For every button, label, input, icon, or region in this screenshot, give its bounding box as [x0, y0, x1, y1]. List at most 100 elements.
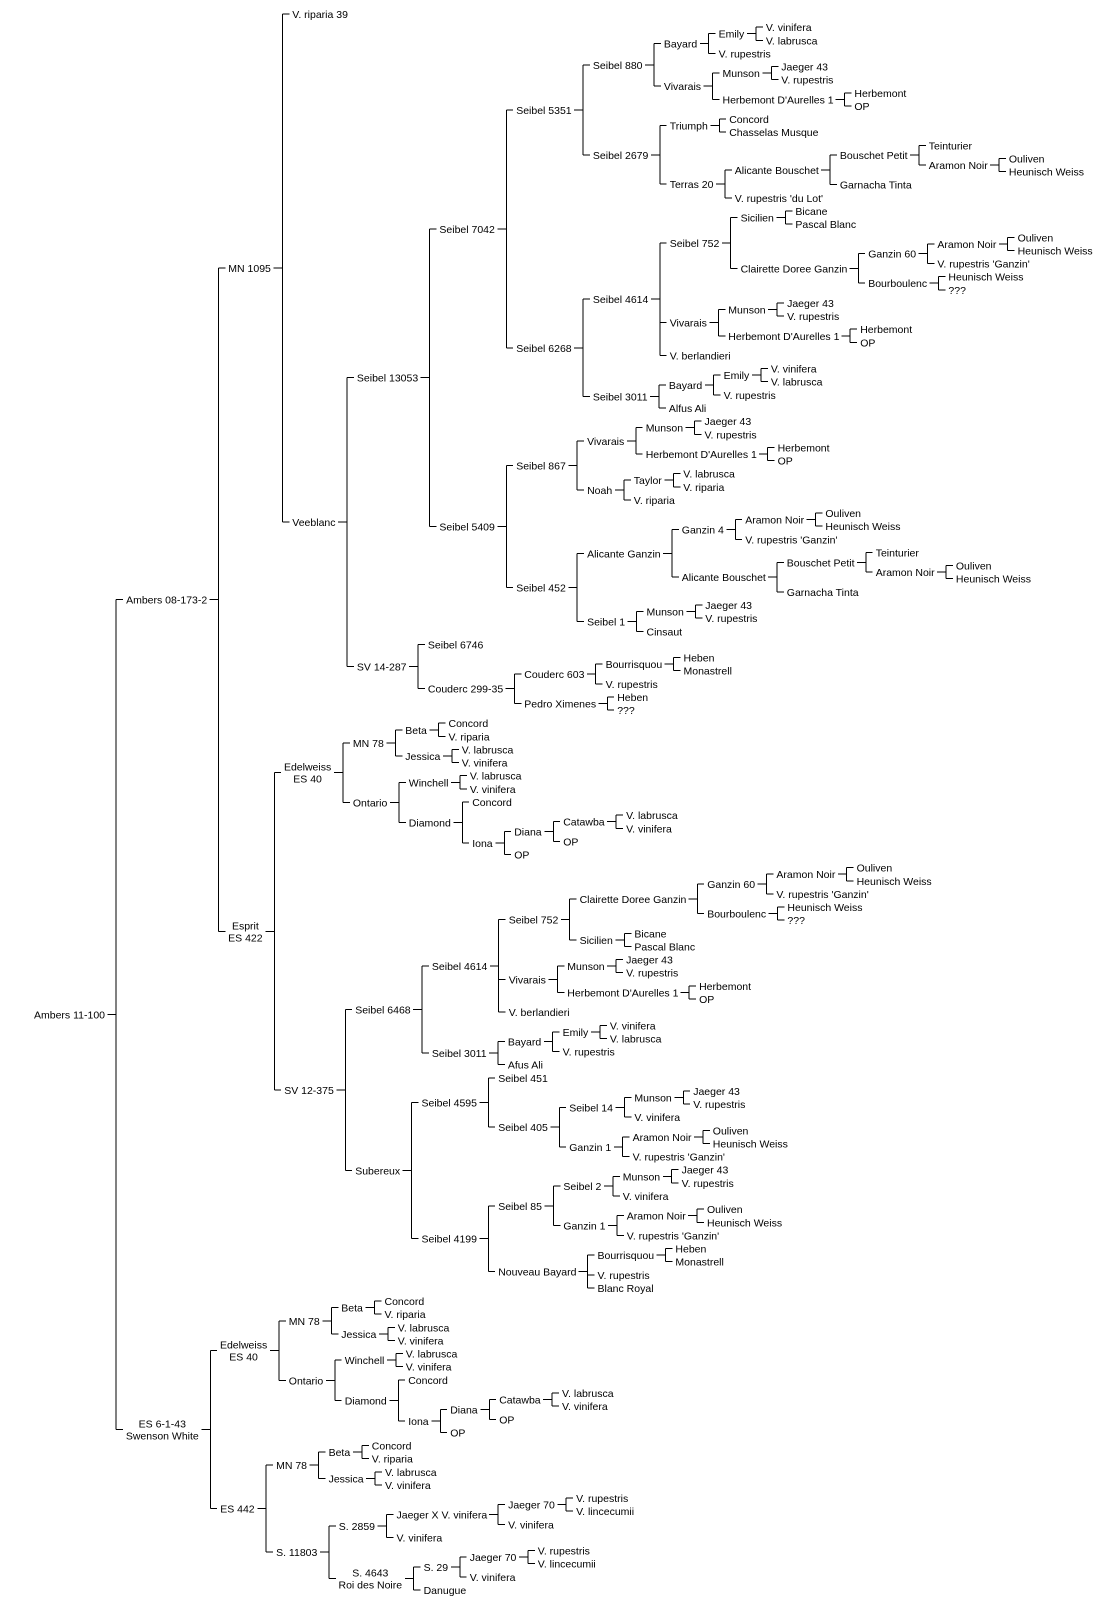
node-ouliven: Ouliven	[1009, 154, 1045, 166]
node-op: OP	[860, 337, 875, 349]
node-munson: Munson	[723, 68, 761, 80]
node-seibel-867: Seibel 867	[516, 461, 566, 473]
node-vivarais: Vivarais	[664, 81, 701, 93]
node-: ???	[787, 915, 805, 927]
node-beta: Beta	[405, 725, 427, 737]
node-sv-14-287: SV 14-287	[357, 662, 407, 674]
node-diamond: Diamond	[345, 1395, 387, 1407]
node-ouliven: Ouliven	[956, 561, 992, 573]
node-s-29: S. 29	[424, 1562, 449, 1574]
node-v-rupestris-ganzin: V. rupestris 'Ganzin'	[937, 259, 1029, 271]
node-heunisch-weiss: Heunisch Weiss	[956, 574, 1031, 586]
node-op: OP	[778, 456, 793, 468]
node-concord: Concord	[449, 718, 489, 730]
node-munson: Munson	[634, 1093, 672, 1105]
node-aramon-noir: Aramon Noir	[937, 239, 996, 251]
node-heunisch-weiss: Heunisch Weiss	[857, 876, 932, 888]
node-v-vinifera: V. vinifera	[397, 1533, 443, 1545]
node-bayard: Bayard	[508, 1037, 541, 1049]
node-munson: Munson	[646, 423, 684, 435]
node-mn-78: MN 78	[276, 1460, 307, 1472]
node-ganzin-4: Ganzin 4	[682, 525, 724, 537]
node-s-2859: S. 2859	[339, 1521, 375, 1533]
node-v-rupestris: V. rupestris	[626, 968, 678, 980]
node-op: OP	[699, 994, 714, 1006]
node-v-vinifera: V. vinifera	[623, 1191, 669, 1203]
node-op: OP	[854, 101, 869, 113]
node-jessica: Jessica	[329, 1473, 364, 1485]
node-seibel-3011: Seibel 3011	[432, 1048, 487, 1060]
node-bicane: Bicane	[795, 206, 827, 218]
node-jaeger-x-v-vinifera: Jaeger X V. vinifera	[397, 1510, 488, 1522]
node-ouliven: Ouliven	[857, 863, 893, 875]
node-aramon-noir: Aramon Noir	[745, 515, 804, 527]
node-v-rupestris: V. rupestris	[719, 48, 771, 60]
node-teinturier: Teinturier	[876, 548, 920, 560]
node-jessica: Jessica	[405, 751, 440, 763]
node-seibel-5351: Seibel 5351	[516, 105, 572, 117]
node-heben: Heben	[617, 692, 648, 704]
node-couderc-603: Couderc 603	[524, 669, 584, 681]
node-heunisch-weiss: Heunisch Weiss	[1018, 245, 1093, 257]
node-monastrell: Monastrell	[675, 1257, 723, 1269]
node-jaeger-43: Jaeger 43	[705, 416, 752, 428]
node-jaeger-43: Jaeger 43	[705, 600, 752, 612]
node-diamond: Diamond	[409, 818, 451, 830]
node-v-labrusca: V. labrusca	[562, 1388, 614, 1400]
node-v-vinifera: V. vinifera	[398, 1336, 444, 1348]
node-heunisch-weiss: Heunisch Weiss	[1009, 167, 1084, 179]
node-v-rupestris-du-lot: V. rupestris 'du Lot'	[735, 193, 823, 205]
node-v-rupestris: V. rupestris	[563, 1047, 615, 1059]
node-alfus-ali: Alfus Ali	[669, 403, 706, 415]
node-clairette-doree-ganzin: Clairette Doree Ganzin	[741, 264, 848, 276]
node-v-vinifera: V. vinifera	[766, 22, 812, 34]
node-iona: Iona	[472, 838, 493, 850]
node-jaeger-43: Jaeger 43	[693, 1086, 740, 1098]
node-iona: Iona	[408, 1416, 429, 1428]
node-herbemont: Herbemont	[699, 981, 751, 993]
node-jaeger-70: Jaeger 70	[470, 1552, 517, 1564]
node-v-vinifera: V. vinifera	[470, 1572, 516, 1584]
node-seibel-880: Seibel 880	[593, 60, 643, 72]
node-bicane: Bicane	[634, 928, 666, 940]
node-herbemont: Herbemont	[854, 88, 906, 100]
node-v-vinifera: V. vinifera	[634, 1112, 680, 1124]
node-v-rupestris: V. rupestris	[682, 1178, 734, 1190]
node-garnacha-tinta: Garnacha Tinta	[787, 587, 859, 599]
node-winchell: Winchell	[409, 777, 449, 789]
node-herbemont-d-aurelles-1: Herbemont D'Aurelles 1	[567, 987, 678, 999]
node-bouschet-petit: Bouschet Petit	[840, 150, 908, 162]
node-noah: Noah	[587, 485, 612, 497]
node-teinturier: Teinturier	[929, 140, 973, 152]
node-mn-78: MN 78	[289, 1316, 320, 1328]
node-munson: Munson	[567, 961, 605, 973]
node-sicilien: Sicilien	[741, 213, 774, 225]
node-emily: Emily	[719, 29, 745, 41]
node-seibel-6746: Seibel 6746	[428, 639, 484, 651]
node-seibel-6268: Seibel 6268	[516, 343, 572, 355]
node-v-rupestris: V. rupestris	[705, 613, 757, 625]
node-munson: Munson	[623, 1171, 661, 1183]
node-v-lincecumii: V. lincecumii	[576, 1506, 634, 1518]
node-chasselas-musque: Chasselas Musque	[729, 127, 818, 139]
node-v-vinifera: V. vinifera	[771, 364, 817, 376]
node-clairette-doree-ganzin: Clairette Doree Ganzin	[580, 894, 687, 906]
node-v-rupestris-ganzin: V. rupestris 'Ganzin'	[776, 889, 868, 901]
node-s-11803: S. 11803	[276, 1547, 317, 1559]
node-ganzin-1: Ganzin 1	[569, 1142, 611, 1154]
node-bourboulenc: Bourboulenc	[707, 909, 766, 921]
node-: ???	[617, 705, 635, 717]
node-seibel-752: Seibel 752	[509, 914, 559, 926]
node-vivarais: Vivarais	[587, 436, 624, 448]
node-aramon-noir: Aramon Noir	[633, 1132, 692, 1144]
node-mn-1095: MN 1095	[228, 263, 271, 275]
node-bourrisquou: Bourrisquou	[606, 659, 663, 671]
node-heunisch-weiss: Heunisch Weiss	[948, 272, 1023, 284]
node-v-riparia: V. riparia	[683, 482, 724, 494]
node-v-rupestris-ganzin: V. rupestris 'Ganzin'	[745, 534, 837, 546]
node-emily: Emily	[563, 1027, 589, 1039]
node-heben: Heben	[684, 653, 715, 665]
node-pedro-ximenes: Pedro Ximenes	[524, 699, 596, 711]
node-v-rupestris: V. rupestris	[724, 390, 776, 402]
